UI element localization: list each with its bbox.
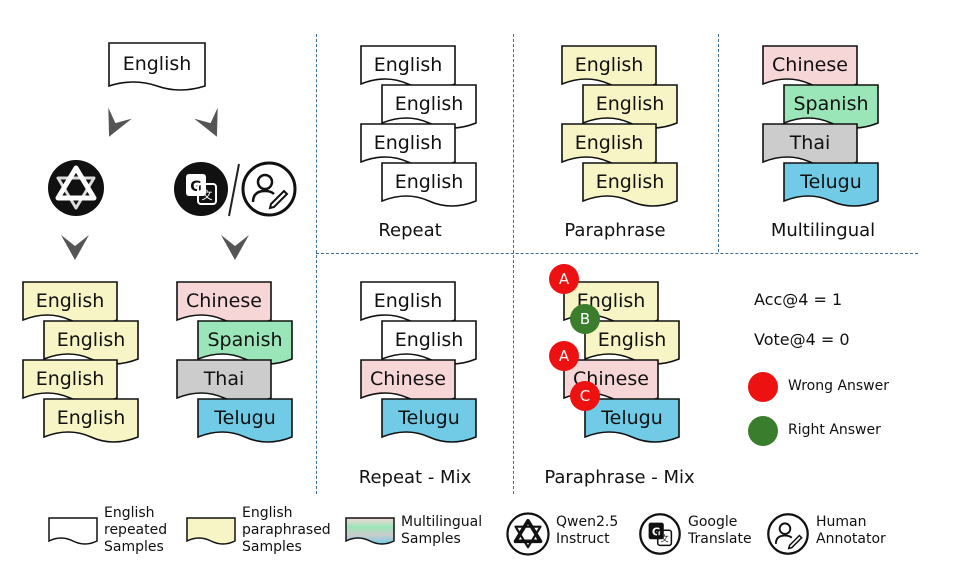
legend-english-repeated-swatch <box>48 517 98 545</box>
sample-doc: Telugu <box>584 398 680 445</box>
sample-doc: Telugu <box>783 162 879 209</box>
arrow-down-icon <box>108 108 132 137</box>
legend-multilingual-swatch <box>345 517 395 545</box>
caption-paraphrase: Paraphrase <box>564 220 666 241</box>
sample-doc: Thai <box>176 359 272 406</box>
sample-doc: English <box>381 320 477 367</box>
wrong-answer-dot <box>748 372 778 402</box>
svg-text:G: G <box>190 179 202 195</box>
sample-doc-label: English <box>574 53 644 76</box>
sample-doc: Telugu <box>197 398 293 445</box>
sample-doc: English <box>360 281 456 328</box>
sample-doc-label: English <box>56 406 126 429</box>
sample-doc: English <box>43 398 139 445</box>
svg-text:G: G <box>652 526 661 539</box>
caption-multilingual: Multilingual <box>770 220 876 241</box>
sample-doc-label: English <box>35 367 105 390</box>
svg-text:文: 文 <box>202 188 213 202</box>
sample-doc: Spanish <box>197 320 293 367</box>
right-answer-label: Right Answer <box>788 422 881 438</box>
sample-doc: Chinese <box>762 45 858 92</box>
sample-doc-label: English <box>373 289 443 312</box>
sample-doc-label: English <box>574 131 644 154</box>
sample-doc: English <box>360 45 456 92</box>
legend-english-paraphrased: English paraphrased Samples <box>242 505 331 555</box>
google-translate-icon: G 文 <box>174 162 228 216</box>
wrong-answer-label: Wrong Answer <box>788 378 890 394</box>
sample-doc-label: English <box>56 328 126 351</box>
sample-doc-label: Chinese <box>370 367 446 390</box>
caption-repeat: Repeat <box>378 220 442 241</box>
sample-doc-label: English <box>595 92 665 115</box>
legend-english-paraphrased-swatch <box>186 517 236 545</box>
human-annotator-icon <box>241 161 297 217</box>
sample-doc: Telugu <box>381 398 477 445</box>
arrow-down-icon <box>194 108 218 137</box>
answer-badge-2: B <box>570 304 600 334</box>
sample-doc-label: English <box>597 328 667 351</box>
acc-stat: Acc@4 = 1 <box>754 290 843 309</box>
sample-doc: English <box>22 281 118 328</box>
legend-multilingual: Multilingual Samples <box>401 514 483 547</box>
divider-vertical-mid <box>513 34 514 494</box>
sample-doc-label: Telugu <box>398 406 460 429</box>
sample-doc: English <box>381 162 477 209</box>
sample-doc: English <box>43 320 139 367</box>
sample-doc-label: English <box>373 131 443 154</box>
answer-badge-3: A <box>549 341 579 371</box>
sample-doc-label: Spanish <box>207 328 283 351</box>
sample-doc-label: Thai <box>789 131 831 154</box>
sample-doc: English <box>561 45 657 92</box>
sample-doc: Thai <box>762 123 858 170</box>
divider-horizontal <box>316 253 918 254</box>
sample-doc: English <box>584 320 680 367</box>
legend-human: Human Annotator <box>816 514 886 547</box>
svg-text:文: 文 <box>660 534 669 544</box>
sample-doc-label: English <box>373 53 443 76</box>
divider-vertical-right <box>718 34 719 252</box>
sample-doc-label: English <box>394 92 464 115</box>
caption-paraphrase-mix: Paraphrase - Mix <box>544 467 695 488</box>
sample-doc-label: Chinese <box>772 53 848 76</box>
caption-repeat-mix: Repeat - Mix <box>358 467 472 488</box>
legend-qwen: Qwen2.5 Instruct <box>556 514 619 547</box>
source-english-doc: English <box>108 42 206 94</box>
arrow-down-icon <box>61 235 89 260</box>
vote-stat: Vote@4 = 0 <box>754 330 850 349</box>
divider-vertical-left <box>316 34 317 494</box>
sample-doc-label: Telugu <box>601 406 663 429</box>
answer-badge-4: C <box>570 381 600 411</box>
arrow-down-icon <box>221 235 249 260</box>
sample-doc: English <box>561 123 657 170</box>
human-annotator-icon <box>767 513 809 555</box>
sample-doc: Spanish <box>783 84 879 131</box>
slash-separator <box>228 163 240 217</box>
sample-doc-label: Thai <box>203 367 245 390</box>
sample-doc-label: Telugu <box>800 170 862 193</box>
answer-badge-1: A <box>549 264 579 294</box>
sample-doc: English <box>582 84 678 131</box>
legend-google: Google Translate <box>688 514 752 547</box>
source-english-label: English <box>122 53 192 75</box>
sample-doc-label: Chinese <box>186 289 262 312</box>
sample-doc: Chinese <box>176 281 272 328</box>
sample-doc: English <box>381 84 477 131</box>
legend-english-repeated: English repeated Samples <box>104 505 168 555</box>
google-translate-icon: G 文 <box>639 513 681 555</box>
sample-doc-label: English <box>394 328 464 351</box>
qwen-icon <box>48 160 104 216</box>
sample-doc-label: English <box>394 170 464 193</box>
sample-doc-label: English <box>595 170 665 193</box>
right-answer-dot <box>748 416 778 446</box>
qwen-icon <box>506 512 550 556</box>
sample-doc-label: English <box>35 289 105 312</box>
sample-doc-label: Spanish <box>793 92 869 115</box>
sample-doc: English <box>582 162 678 209</box>
sample-doc-label: Telugu <box>214 406 276 429</box>
